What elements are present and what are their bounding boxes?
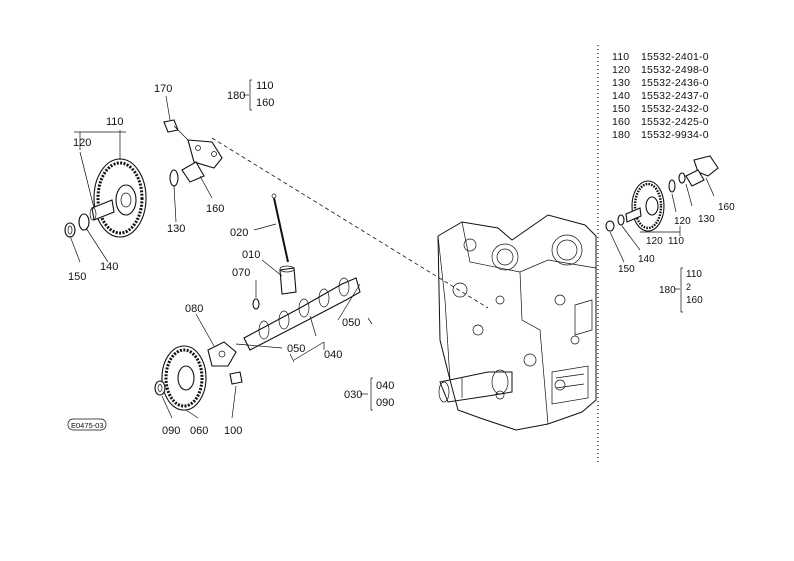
callout-110: 110 [106, 116, 124, 128]
inset-idler-gear-assembly [605, 155, 719, 263]
parts-table-ref-5: 150 [612, 103, 630, 115]
callout-080: 080 [185, 303, 203, 315]
assembly-180-inset-item-2: 160 [686, 295, 703, 306]
engine-block-illustration [437, 214, 597, 431]
parts-table-no-5: 15532-2432-0 [641, 103, 709, 115]
parts-table-ref-7: 180 [612, 129, 630, 141]
callout-130: 130 [167, 223, 185, 235]
callout-040: 040 [324, 349, 342, 361]
assembly-180-top-group: 180 110 160 [227, 79, 274, 111]
parts-table-no-7: 15532-9934-0 [641, 129, 709, 141]
leader-lines-left [69, 95, 213, 263]
bolt-170 [163, 119, 179, 133]
inset-callout-120-left: 120 [646, 236, 663, 247]
callout-060: 060 [190, 425, 208, 437]
callout-100: 100 [224, 425, 242, 437]
bushing-120 [91, 199, 115, 221]
washer-130 [169, 169, 179, 187]
collar-140 [78, 213, 90, 231]
inset-callout-160: 160 [718, 202, 735, 213]
camshaft-assembly [154, 193, 361, 411]
assembly-030-item-1: 040 [376, 380, 394, 392]
parts-table-ref-1: 110 [612, 51, 629, 63]
leader-lines-camshaft [161, 223, 373, 419]
pin-070 [252, 298, 260, 310]
inset-callout-110: 110 [668, 236, 684, 247]
parts-table-no-3: 15532-2436-0 [641, 77, 709, 89]
callout-010: 010 [242, 249, 260, 261]
parts-table: 110 15532-2401-0 120 15532-2498-0 130 15… [612, 51, 709, 141]
parts-table-ref-2: 120 [612, 64, 630, 76]
assembly-180-inset-item-1: 110 [686, 269, 702, 280]
callout-150: 150 [68, 271, 86, 283]
callout-120: 120 [73, 137, 91, 149]
assembly-180-top-item-1: 110 [256, 80, 274, 92]
assembly-030-item-2: 090 [376, 397, 394, 409]
assembly-030-group: 030 040 090 [344, 377, 394, 411]
svg-text:2: 2 [686, 282, 691, 292]
assembly-180-top-item-2: 160 [256, 97, 274, 109]
assembly-030-ref: 030 [344, 389, 362, 401]
inset-callout-120-right: 120 [674, 216, 691, 227]
callout-labels: 110 120 140 150 130 160 170 020 010 070 … [68, 83, 360, 437]
bolt-100 [229, 371, 243, 385]
callout-170: 170 [154, 83, 172, 95]
tappet-010 [279, 267, 297, 295]
idler-shaft-160 [187, 139, 223, 169]
assembly-180-top-ref: 180 [227, 90, 245, 102]
snap-ring-150 [64, 222, 76, 238]
callout-020: 020 [230, 227, 248, 239]
inset-callout-150: 150 [618, 264, 635, 275]
idler-gear-assembly [64, 119, 223, 238]
callout-070: 070 [232, 267, 250, 279]
callout-160: 160 [206, 203, 224, 215]
parts-table-no-1: 15532-2401-0 [641, 51, 709, 63]
assembly-180-inset-ref: 180 [659, 285, 676, 296]
drawing-code: E0475-03 [71, 421, 104, 430]
parts-table-ref-4: 140 [612, 90, 630, 102]
assembly-180-inset-group: 180 110 2 160 [659, 267, 703, 313]
thrust-plate-080 [207, 341, 237, 367]
callout-090: 090 [162, 425, 180, 437]
parts-table-ref-6: 160 [612, 116, 630, 128]
callout-140: 140 [100, 261, 118, 273]
camshaft-050 [243, 277, 361, 351]
parts-table-no-4: 15532-2437-0 [641, 90, 709, 102]
inset-callout-labels: 160 130 120 120 110 150 140 [618, 202, 735, 275]
inset-callout-130: 130 [698, 214, 715, 225]
drawing-code-badge: E0475-03 [67, 418, 107, 431]
parts-table-no-6: 15532-2425-0 [641, 116, 709, 128]
parts-table-ref-3: 130 [612, 77, 630, 89]
callout-050-right: 050 [342, 317, 360, 329]
parts-table-no-2: 15532-2498-0 [641, 64, 709, 76]
callout-050-left: 050 [287, 343, 305, 355]
inset-callout-140: 140 [638, 254, 655, 265]
nut-090 [154, 380, 166, 396]
